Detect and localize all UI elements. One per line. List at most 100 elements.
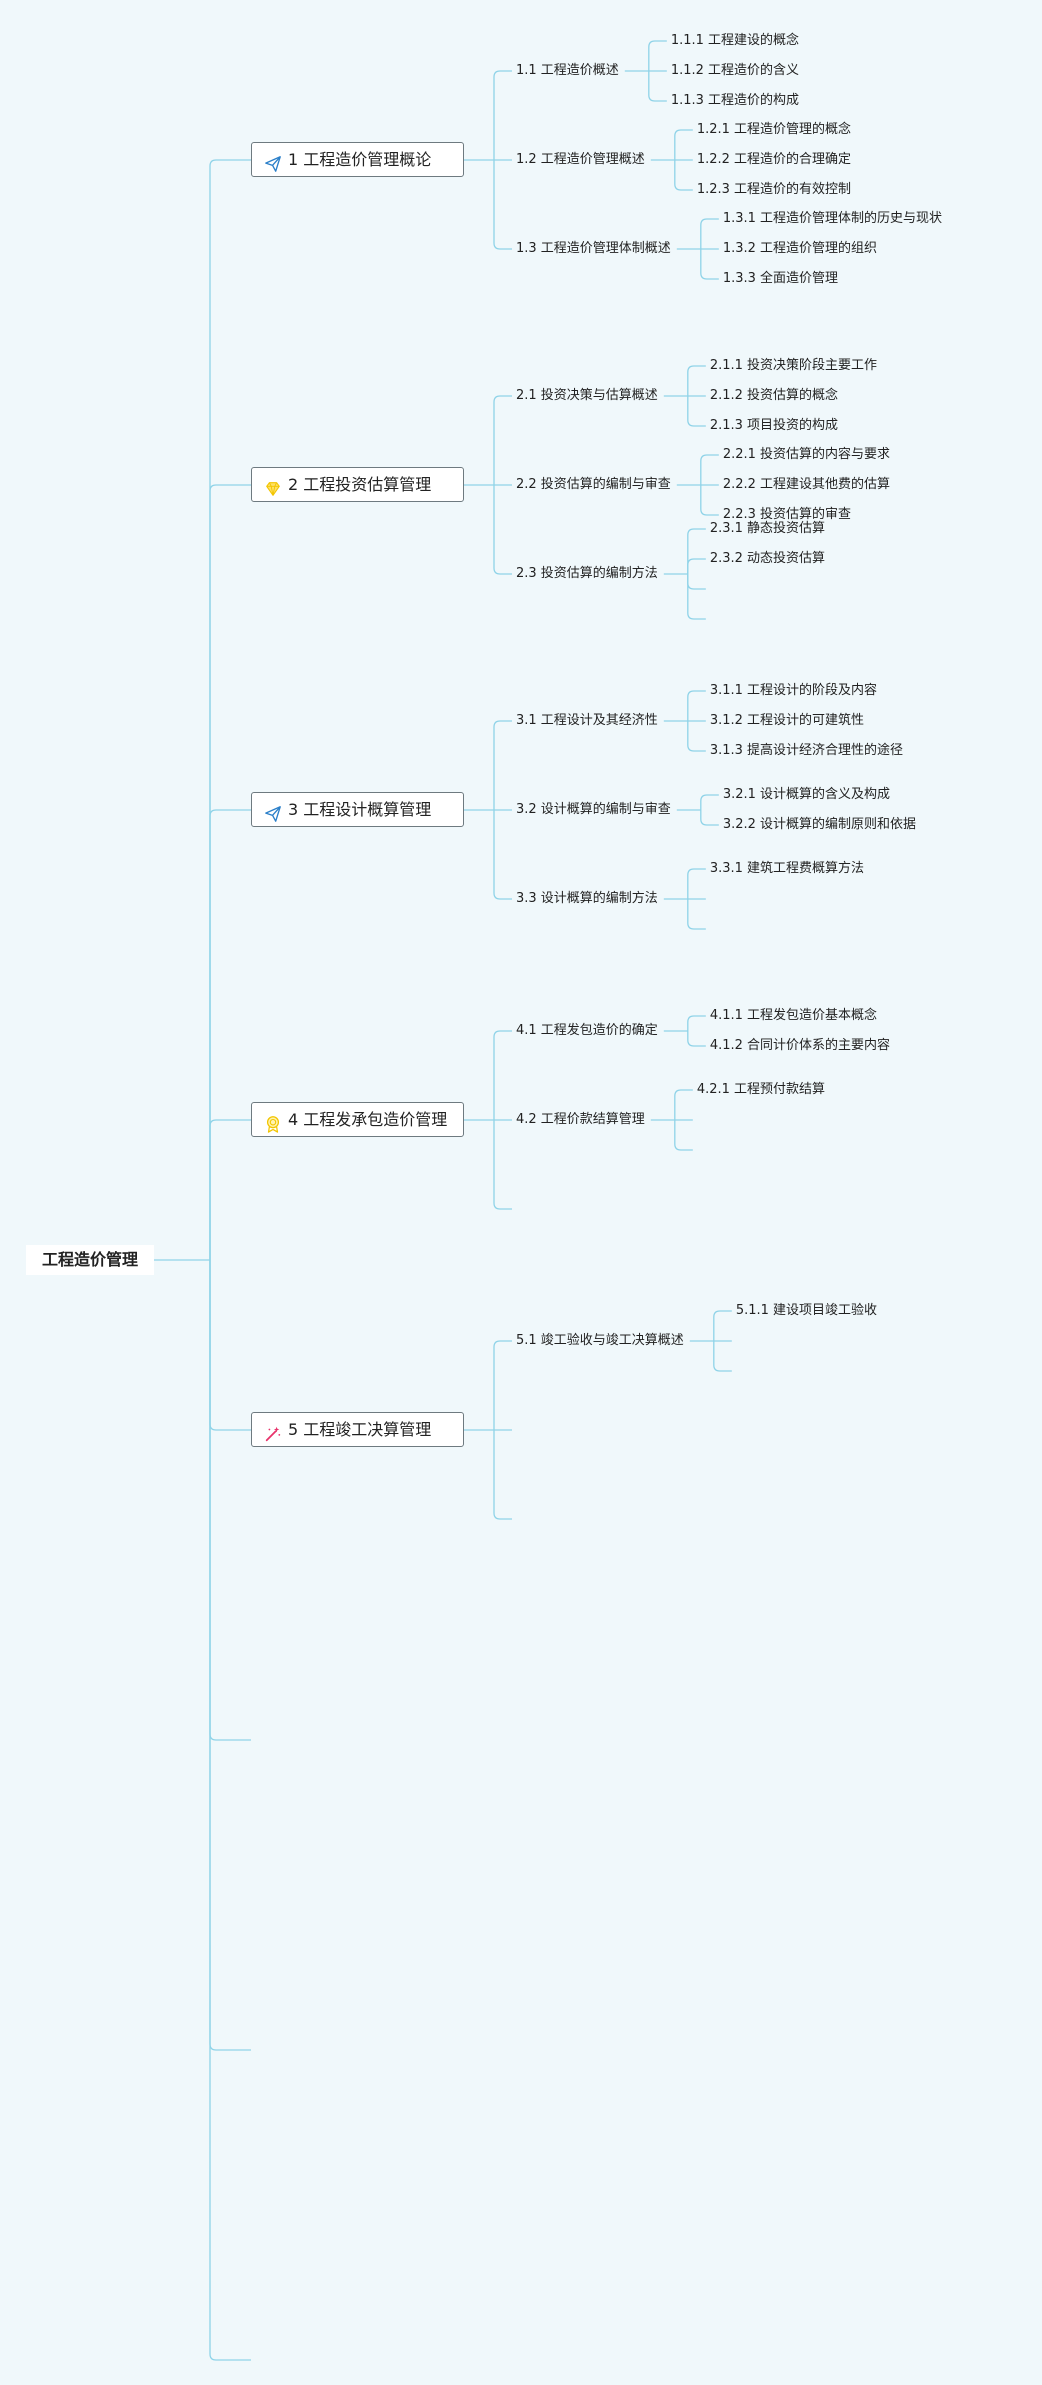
item-connector bbox=[648, 71, 667, 102]
item-connector bbox=[687, 1015, 706, 1031]
section-node-3-1[interactable]: 3.1 工程设计及其经济性 bbox=[516, 713, 658, 728]
section-connector-3-1 bbox=[493, 720, 512, 810]
item-node[interactable]: 2.1.1 投资决策阶段主要工作 bbox=[709, 358, 878, 373]
chapter-node-4[interactable]: 4 工程发承包造价管理 bbox=[251, 1102, 464, 1137]
chapter-label: 5 工程竣工决算管理 bbox=[288, 1420, 432, 1439]
item-node[interactable]: 3.1.2 工程设计的可建筑性 bbox=[709, 713, 865, 728]
chapter-node-1[interactable]: 1 工程造价管理概论 bbox=[251, 142, 464, 177]
item-connector bbox=[687, 899, 706, 930]
item-connector bbox=[700, 810, 719, 826]
item-connector bbox=[648, 40, 667, 71]
item-node[interactable]: 1.1.3 工程造价的构成 bbox=[670, 93, 800, 108]
section-connector-4-3 bbox=[493, 1120, 512, 1210]
chapter-connector-1 bbox=[209, 159, 251, 1260]
section-node-3-3[interactable]: 3.3 设计概算的编制方法 bbox=[516, 891, 658, 906]
chapter-label: 1 工程造价管理概论 bbox=[288, 150, 432, 169]
root-node[interactable]: 工程造价管理 bbox=[26, 1245, 155, 1275]
item-connector bbox=[713, 1310, 732, 1341]
item-connector bbox=[687, 574, 706, 620]
section-connector-4-1 bbox=[493, 1030, 512, 1120]
item-node[interactable]: 2.2.2 工程建设其他费的估算 bbox=[722, 477, 891, 492]
chapter-connector-2 bbox=[209, 484, 251, 1260]
chapter-label: 2 工程投资估算管理 bbox=[288, 475, 432, 494]
item-node[interactable]: 2.1.2 投资估算的概念 bbox=[709, 388, 839, 403]
item-node[interactable]: 1.3.3 全面造价管理 bbox=[722, 271, 839, 286]
item-connector bbox=[700, 249, 719, 280]
item-node[interactable]: 1.2.3 工程造价的有效控制 bbox=[696, 182, 852, 197]
item-node[interactable]: 2.2.1 投资估算的内容与要求 bbox=[722, 447, 891, 462]
item-connector bbox=[687, 868, 706, 899]
chapter-connector-5 bbox=[209, 1260, 251, 1431]
item-connector bbox=[700, 218, 719, 249]
item-node[interactable]: 1.1.2 工程造价的含义 bbox=[670, 63, 800, 78]
section-node-5-1[interactable]: 5.1 竣工验收与竣工决算概述 bbox=[516, 1333, 684, 1348]
item-connector bbox=[674, 160, 693, 191]
section-node-4-2[interactable]: 4.2 工程价款结算管理 bbox=[516, 1112, 645, 1127]
chapter-node-2[interactable]: 2 工程投资估算管理 bbox=[251, 467, 464, 502]
section-node-1-1[interactable]: 1.1 工程造价概述 bbox=[516, 63, 619, 78]
item-connector bbox=[687, 528, 706, 574]
item-node[interactable]: 2.2.3 投资估算的审查 bbox=[722, 507, 852, 522]
item-node[interactable]: 2.3.2 动态投资估算 bbox=[709, 551, 826, 566]
section-connector-5-3 bbox=[493, 1430, 512, 1520]
item-connector bbox=[700, 485, 719, 516]
section-node-3-2[interactable]: 3.2 设计概算的编制与审查 bbox=[516, 802, 671, 817]
paper-plane-icon bbox=[264, 801, 282, 822]
item-connector bbox=[713, 1341, 732, 1372]
chapter-connector-8 bbox=[209, 1260, 251, 2361]
medal-icon bbox=[264, 1111, 282, 1133]
item-node[interactable]: 5.1.1 建设项目竣工验收 bbox=[735, 1303, 878, 1318]
item-connector bbox=[674, 129, 693, 160]
item-connector bbox=[700, 794, 719, 810]
item-node[interactable]: 1.2.1 工程造价管理的概念 bbox=[696, 122, 852, 137]
item-node[interactable]: 4.1.2 合同计价体系的主要内容 bbox=[709, 1038, 891, 1053]
chapter-label: 4 工程发承包造价管理 bbox=[288, 1110, 448, 1129]
section-node-1-2[interactable]: 1.2 工程造价管理概述 bbox=[516, 152, 645, 167]
item-node[interactable]: 3.2.1 设计概算的含义及构成 bbox=[722, 787, 891, 802]
item-node[interactable]: 2.3.1 静态投资估算 bbox=[709, 521, 826, 536]
diamond-icon bbox=[264, 476, 282, 496]
item-node[interactable]: 1.2.2 工程造价的合理确定 bbox=[696, 152, 852, 167]
item-connector bbox=[687, 396, 706, 427]
item-connector bbox=[674, 1120, 693, 1151]
item-connector bbox=[687, 574, 706, 590]
item-node[interactable]: 4.2.1 工程预付款结算 bbox=[696, 1082, 826, 1097]
chapter-node-5[interactable]: 5 工程竣工决算管理 bbox=[251, 1412, 464, 1447]
chapter-connector-3 bbox=[209, 809, 251, 1260]
item-node[interactable]: 4.1.1 工程发包造价基本概念 bbox=[709, 1008, 878, 1023]
item-node[interactable]: 1.3.1 工程造价管理体制的历史与现状 bbox=[722, 211, 943, 226]
chapter-label: 3 工程设计概算管理 bbox=[288, 800, 432, 819]
chapter-connector-6 bbox=[209, 1260, 251, 1741]
chapter-connector-7 bbox=[209, 1260, 251, 2051]
item-connector bbox=[674, 1089, 693, 1120]
item-node[interactable]: 3.1.1 工程设计的阶段及内容 bbox=[709, 683, 878, 698]
item-connector bbox=[687, 558, 706, 574]
section-node-2-2[interactable]: 2.2 投资估算的编制与审查 bbox=[516, 477, 671, 492]
item-connector bbox=[687, 690, 706, 721]
section-connector-3-3 bbox=[493, 810, 512, 900]
paper-plane-icon bbox=[264, 151, 282, 172]
section-node-4-1[interactable]: 4.1 工程发包造价的确定 bbox=[516, 1023, 658, 1038]
chapter-connector-4 bbox=[209, 1119, 251, 1260]
item-node[interactable]: 3.3.1 建筑工程费概算方法 bbox=[709, 861, 865, 876]
item-node[interactable]: 2.1.3 项目投资的构成 bbox=[709, 418, 839, 433]
section-node-2-3[interactable]: 2.3 投资估算的编制方法 bbox=[516, 566, 658, 581]
item-node[interactable]: 1.3.2 工程造价管理的组织 bbox=[722, 241, 878, 256]
section-node-2-1[interactable]: 2.1 投资决策与估算概述 bbox=[516, 388, 658, 403]
magic-wand-icon bbox=[264, 1421, 282, 1441]
item-connector bbox=[687, 721, 706, 752]
item-node[interactable]: 3.2.2 设计概算的编制原则和依据 bbox=[722, 817, 917, 832]
section-connector-1-3 bbox=[493, 160, 512, 250]
section-connector-2-1 bbox=[493, 395, 512, 485]
section-node-1-3[interactable]: 1.3 工程造价管理体制概述 bbox=[516, 241, 671, 256]
item-node[interactable]: 3.1.3 提高设计经济合理性的途径 bbox=[709, 743, 904, 758]
item-connector bbox=[700, 454, 719, 485]
item-node[interactable]: 1.1.1 工程建设的概念 bbox=[670, 33, 800, 48]
chapter-node-3[interactable]: 3 工程设计概算管理 bbox=[251, 792, 464, 827]
section-connector-1-1 bbox=[493, 70, 512, 160]
section-connector-2-3 bbox=[493, 485, 512, 575]
item-connector bbox=[687, 365, 706, 396]
section-connector-5-1 bbox=[493, 1340, 512, 1430]
